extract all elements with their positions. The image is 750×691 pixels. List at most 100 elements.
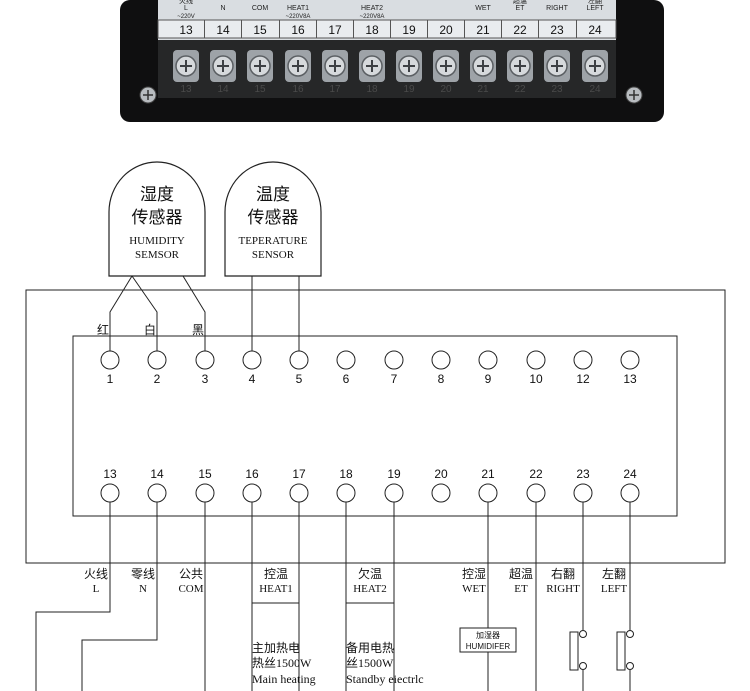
terminal-number-embossed: 16 [292,84,304,95]
humidifier-label-en: HUMIDIFER [466,642,511,651]
bottom-label-cn: 超温 [509,566,533,581]
heat2-box [345,562,395,604]
bottom-label-cn: 右翻 [551,566,575,581]
terminal-number-embossed: 21 [477,84,489,95]
terminal-number-embossed: 22 [514,84,526,95]
bottom-label-en: HEAT2 [353,583,387,595]
strip-label-en: L [184,5,188,12]
bottom-label-en: COM [178,583,203,595]
terminal-number-embossed: 19 [403,84,415,95]
switch-contact [626,630,634,638]
terminal-top [289,350,309,370]
terminal-bottom [573,483,593,503]
strip-label-en: ET [516,5,526,12]
sensor-label-cn: 传感器 [132,208,183,227]
terminal-number: 21 [476,23,490,37]
terminal-bottom [620,483,640,503]
strip-label-cn: 左翻 [588,0,602,5]
terminal-number-embossed: 20 [440,84,452,95]
terminal-bottom [195,483,215,503]
strip-label-rating: ~220V [177,14,195,20]
terminal-number-embossed: 17 [329,84,341,95]
heater-standby-text: 丝1500W [346,656,394,670]
terminal-top [478,350,498,370]
sensor-label-cn: 温度 [256,185,290,204]
heater-standby-text: Standby eiectrlc [346,672,424,686]
wire-color-label: 红 [97,322,109,337]
terminal-top [242,350,262,370]
terminal-number: 19 [402,23,416,37]
terminal-top-number: 3 [202,372,209,386]
terminal-number-embossed: 15 [254,84,266,95]
strip-label-en: LEFT [586,5,604,12]
terminal-top [384,350,404,370]
strip-label-rating: ~220V8A [360,14,385,20]
terminal-top-number: 8 [438,372,445,386]
terminal-number: 14 [216,23,230,37]
terminal-bottom-number: 23 [576,467,590,481]
strip-label-en: HEAT2 [361,5,383,12]
terminal-bottom [289,483,309,503]
terminal-bottom-number: 15 [198,467,212,481]
left-limit-switch [616,563,634,691]
sensor-label-en: TEPERATURE [238,235,307,247]
terminal-bottom [100,483,120,503]
bottom-label-en: ET [514,583,528,595]
bottom-label-cn: 零线 [131,567,155,581]
terminal-bottom [384,483,404,503]
terminal-top-number: 4 [249,372,256,386]
terminal-bottom-number: 13 [103,467,117,481]
terminal-bottom-number: 18 [339,467,353,481]
terminal-number: 20 [439,23,453,37]
terminal-number-embossed: 14 [217,84,229,95]
heater-main-text: 主加热电 [252,641,300,655]
switch-contact [626,662,634,670]
strip-label-en: RIGHT [546,5,569,12]
terminal-number: 16 [291,23,305,37]
heat1-box [251,562,300,604]
switch-body [569,631,579,671]
terminal-bottom-number: 20 [434,467,448,481]
sensor-label-en: SENSOR [252,249,295,261]
terminal-number: 24 [588,23,602,37]
terminal-number: 23 [550,23,564,37]
terminal-number: 15 [253,23,267,37]
terminal-bottom-number: 14 [150,467,164,481]
terminal-bottom [242,483,262,503]
live-wire [35,563,111,691]
terminal-number-embossed: 24 [589,84,601,95]
bottom-label-en: RIGHT [546,583,580,595]
bottom-label-en: L [93,583,100,595]
terminal-top [336,350,356,370]
terminal-number-embossed: 18 [366,84,378,95]
outer-frame [25,289,726,564]
humidity-wire-red [109,275,133,351]
switch-contact [579,630,587,638]
strip-label-cn: 火线 [179,0,193,5]
terminal-bottom [147,483,167,503]
humidity-wire-white [131,275,158,351]
terminal-top-number: 6 [343,372,350,386]
terminal-bottom [478,483,498,503]
terminal-top [573,350,593,370]
heater-main-text: Main heating [252,672,316,686]
bottom-label-en: HEAT1 [259,583,293,595]
terminal-number: 18 [365,23,379,37]
terminal-top [526,350,546,370]
humidity-wire-black [182,275,206,351]
terminal-top [431,350,451,370]
wire-color-label: 白 [144,322,156,337]
terminal-bottom-number: 16 [245,467,259,481]
bottom-label-en: N [139,583,147,595]
terminal-bottom-number: 24 [623,467,637,481]
terminal-bottom [526,483,546,503]
terminal-top-number: 10 [529,372,543,386]
right-limit-switch [569,563,587,691]
terminal-bottom-number: 22 [529,467,543,481]
terminal-top-number: 7 [391,372,398,386]
humidifier-label-cn: 加湿器 [476,630,500,640]
terminal-number-embossed: 13 [180,84,192,95]
